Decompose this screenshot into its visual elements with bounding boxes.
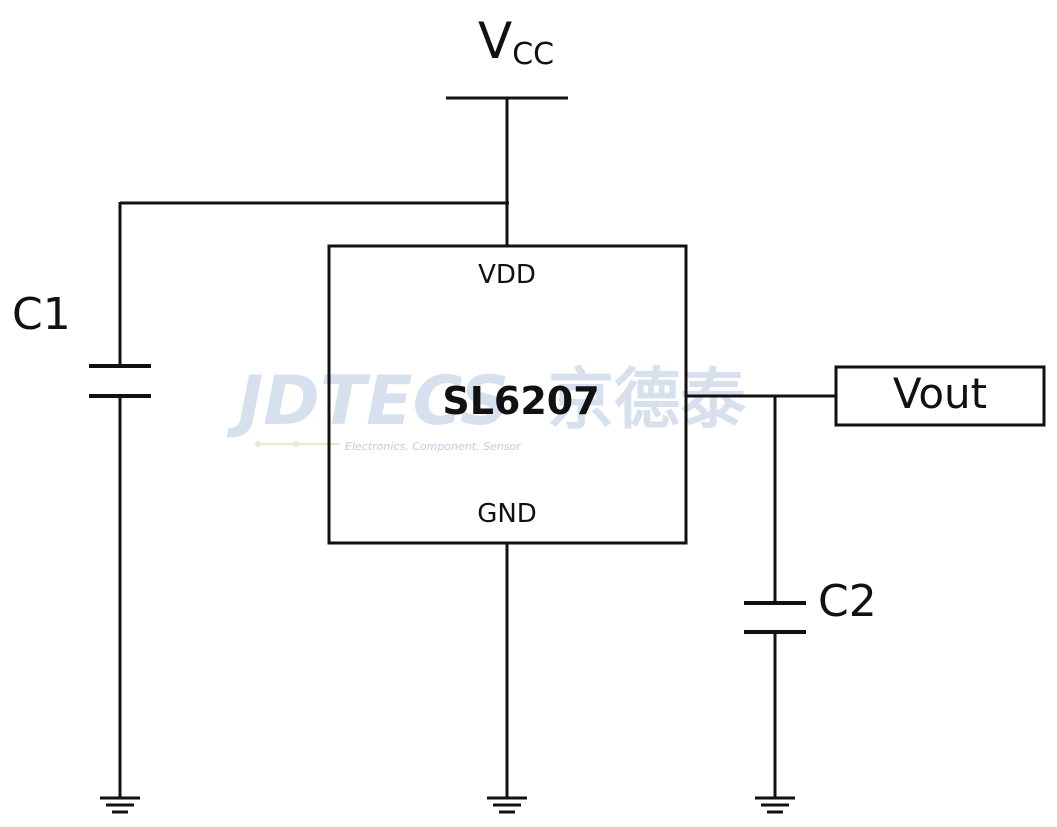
vcc-supply: VCC (446, 12, 568, 100)
ground-symbol (100, 796, 140, 814)
watermark-dot (293, 441, 299, 447)
vcc-label: VCC (478, 12, 554, 72)
c1-label: C1 (12, 289, 71, 340)
watermark-tagline: Electronics, Component, Sensor (345, 440, 522, 453)
watermark-dot (255, 441, 261, 447)
ic-part-number: SL6207 (442, 379, 599, 423)
watermark: JDTECS 京德泰 Electronics, Component, Senso… (226, 361, 747, 453)
watermark-brand: JDTECS (226, 362, 509, 441)
capacitor-c1: C1 (12, 289, 151, 798)
capacitor-c2: C2 (744, 576, 877, 798)
vout-label: Vout (893, 369, 987, 418)
ic-pin-vdd: VDD (478, 260, 536, 290)
c2-label: C2 (818, 576, 877, 627)
ground-symbol (755, 796, 795, 814)
watermark-brand-cn: 京德泰 (548, 361, 747, 438)
output-wires (686, 394, 836, 603)
vout-box (834, 365, 1046, 427)
vout-terminal: Vout (834, 365, 1046, 427)
ic-pin-gnd: GND (477, 499, 537, 529)
supply-wires (118, 98, 509, 366)
ground-symbol (487, 796, 527, 814)
